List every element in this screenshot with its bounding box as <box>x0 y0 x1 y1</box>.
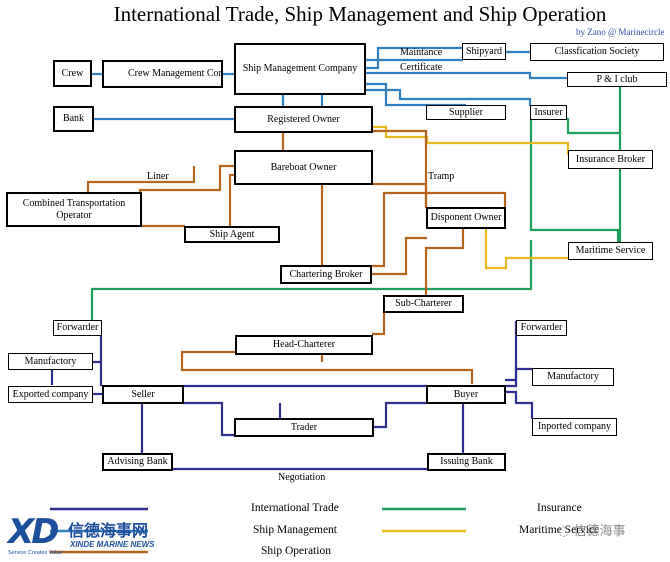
logo-name-cn: 信德海事网 <box>68 521 149 540</box>
line-shipmgmt-pi <box>365 71 567 80</box>
box-classification-society: Classfication Society <box>530 43 664 61</box>
line-bareboat-tramp <box>372 182 428 208</box>
line-buyer-forwarder <box>505 321 518 388</box>
box-manufactory-left: Manufactory <box>8 353 93 370</box>
box-forwarder-right: Forwarder <box>516 320 567 336</box>
line-head-trade <box>180 350 474 384</box>
line-registered-tramp <box>372 129 428 208</box>
line-insurer-forwarder <box>529 118 620 243</box>
ship-operation-lines <box>86 129 507 384</box>
box-registered-owner: Registered Owner <box>234 106 373 133</box>
line-shipmgmt-insurer <box>365 88 532 106</box>
line-liner-branch <box>86 166 196 193</box>
watermark: ◌ 信德海事 <box>558 520 626 539</box>
line-chartering-disponent <box>371 191 507 268</box>
line-shipmgmt-class <box>365 46 463 70</box>
box-bank: Bank <box>53 106 94 132</box>
box-supplier: Supplier <box>426 105 506 120</box>
box-manufactory-right: Manufactory <box>532 368 614 386</box>
diagram-title: International Trade, Ship Management and… <box>113 2 607 26</box>
maritime-lines <box>372 125 570 270</box>
logo-mark: XD <box>8 512 59 552</box>
box-buyer: Buyer <box>426 385 506 404</box>
box-pi-club: P & I club <box>567 72 667 87</box>
wechat-icon: ◌ <box>558 524 570 539</box>
box-ship-management-company: Ship Management Company <box>234 43 366 95</box>
xinde-logo: XD 信德海事网 XINDE MARINE NEWS Service Creat… <box>6 512 176 560</box>
box-chartering-broker: Chartering Broker <box>280 265 372 284</box>
line-insurer-broker <box>566 118 620 135</box>
logo-tagline: Service Creates Value <box>8 550 63 556</box>
label-certificate: Certificate <box>400 62 443 73</box>
insurance-lines <box>90 86 622 320</box>
box-crew-management-company: Crew Management Company <box>102 60 223 88</box>
legend-maritime-label: Maritime Service <box>519 524 600 536</box>
box-disponent-owner: Disponent Owner <box>426 207 506 229</box>
byline: by Zano @ Marinecircle <box>576 27 665 37</box>
logo-name-en: XINDE MARINE NEWS <box>70 540 155 549</box>
box-bareboat-owner: Bareboat Owner <box>234 150 373 185</box>
box-seller: Seller <box>102 385 184 404</box>
line-buyer-imported <box>505 390 534 419</box>
box-exported-company: Exported company <box>8 386 93 403</box>
legend-management-label: Ship Management <box>253 524 337 536</box>
box-imported-company: Inported company <box>532 418 617 436</box>
box-combined-transportation-operator: Combined Transportation Operator <box>6 192 142 227</box>
box-sub-charterer: Sub-Charterer <box>383 295 464 313</box>
box-insurance-broker: Insurance Broker <box>568 150 653 169</box>
label-liner: Liner <box>147 171 169 182</box>
legend-trade-label: International Trade <box>251 502 339 514</box>
watermark-text: 信德海事 <box>573 524 626 539</box>
box-shipyard: Shipyard <box>462 43 506 60</box>
box-head-charterer: Head-Charterer <box>235 335 373 355</box>
line-seller-trader <box>183 401 235 437</box>
line-disponent-subcharterer <box>424 227 465 296</box>
line-disponent-maritime <box>484 229 568 270</box>
legend-operation-label: Ship Operation <box>261 545 331 557</box>
box-ship-agent: Ship Agent <box>184 226 280 243</box>
line-subcharterer-head <box>372 312 386 336</box>
box-forwarder-left: Forwarder <box>53 320 102 336</box>
label-maintance: Maintance <box>400 47 443 58</box>
box-issuing-bank: Issuing Bank <box>427 453 506 471</box>
line-forwarder-insurance <box>90 240 533 320</box>
line-buyer-manufactory <box>505 367 532 382</box>
international-trade-lines <box>50 321 534 471</box>
line-buyer-trader <box>374 401 427 429</box>
box-insurer: Insurer <box>530 105 567 120</box>
label-negotiation: Negotiation <box>278 472 326 483</box>
box-advising-bank: Advising Bank <box>102 453 173 471</box>
line-disponent-chartering <box>372 236 427 276</box>
legend-insurance-label: Insurance <box>537 502 582 514</box>
box-trader: Trader <box>234 418 374 437</box>
box-crew: Crew <box>53 60 92 87</box>
line-shipmgmt-supplier <box>365 82 466 107</box>
label-tramp: Tramp <box>428 171 455 182</box>
box-maritime-service: Maritime Service <box>568 242 653 260</box>
